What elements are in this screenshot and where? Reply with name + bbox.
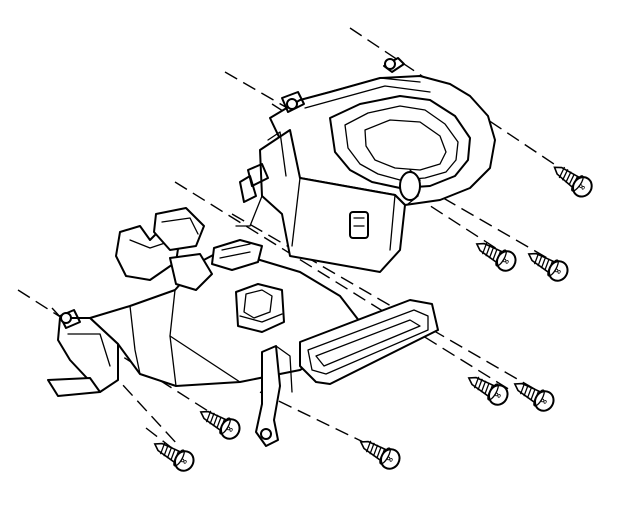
screw: ∞	[467, 376, 509, 406]
blower-housing	[269, 57, 496, 206]
screw: ∞	[199, 410, 241, 440]
screw-mark: ∞	[224, 424, 235, 436]
mounting-bracket	[255, 345, 293, 447]
screw-mark: ∞	[492, 390, 503, 402]
screw: ∞	[553, 166, 593, 198]
screw: ∞	[359, 440, 401, 470]
screw: ∞	[513, 382, 555, 412]
screw: ∞	[527, 252, 569, 282]
screw-mark: ∞	[552, 266, 563, 278]
screw-mark: ∞	[384, 454, 395, 466]
screw: ∞	[475, 242, 517, 272]
lower-case	[47, 207, 361, 397]
clip	[211, 239, 263, 271]
screw: ∞	[153, 442, 195, 472]
screw-mark: ∞	[178, 456, 189, 468]
heater-case	[235, 91, 406, 273]
screw-mark: ∞	[538, 396, 549, 408]
connector	[235, 283, 285, 333]
outlet-duct	[299, 299, 439, 385]
screw-mark: ∞	[576, 181, 588, 193]
screw-mark: ∞	[500, 256, 511, 268]
screws: ∞ ∞ ∞ ∞ ∞ ∞ ∞ ∞	[153, 166, 593, 472]
